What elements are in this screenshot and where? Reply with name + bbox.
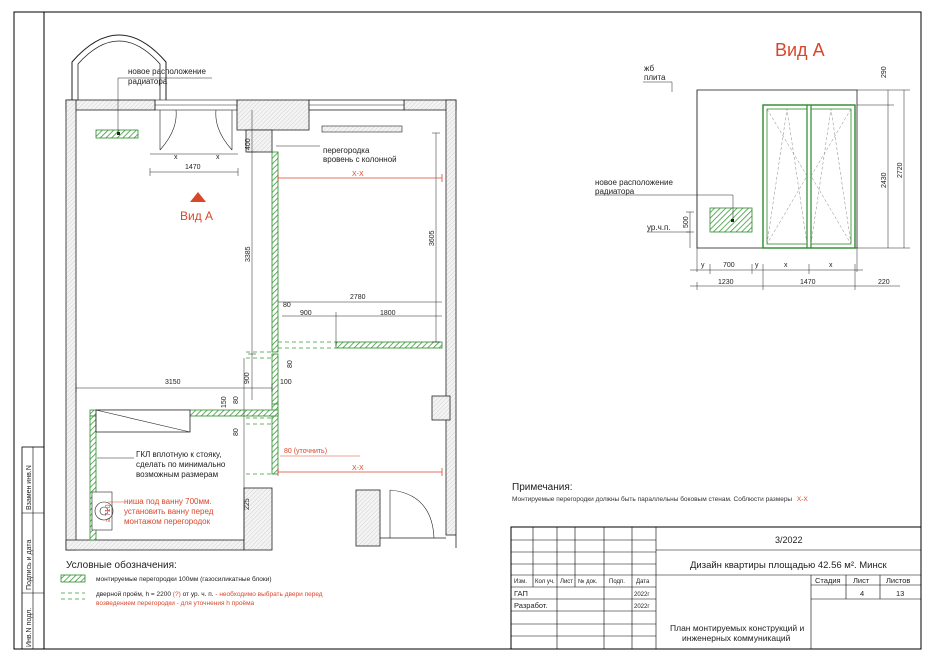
title-block	[510, 526, 922, 650]
dim-x-2: x	[216, 154, 220, 161]
partition-label-1: перегородка	[323, 146, 370, 155]
slab-label-2: плита	[644, 73, 666, 82]
legend-partition-swatch	[60, 574, 86, 583]
view-a-marker-icon	[190, 192, 206, 202]
tb-sheet-h: Лист	[853, 576, 870, 585]
legend-item-1: монтируемые перегородки 100мм (газосилик…	[96, 575, 272, 583]
gkl-note-1: ГКЛ вплотную к стояку,	[136, 450, 221, 459]
view-title: Вид А	[775, 40, 825, 60]
tb-sheet: 4	[860, 589, 864, 598]
dim-3150: 3150	[165, 379, 181, 386]
clarify-label: 80 (уточнить)	[284, 448, 327, 455]
tb-col-sign: Подп.	[609, 579, 625, 585]
tb-sheets-h: Листов	[886, 576, 910, 585]
tb-row-dev: Разработ.	[514, 601, 548, 610]
legend-item-2-d: - необходимо выбрать двери перед	[215, 590, 322, 598]
tb-row-gap: ГАП	[514, 589, 528, 598]
side-label-inventory: Инв.N подл.	[26, 608, 33, 647]
bath-dim: ≥ 710	[105, 504, 112, 522]
elev-dim-y-1: y	[701, 262, 705, 269]
elev-dim-220: 220	[878, 279, 890, 286]
dim-80-b: 80	[287, 360, 294, 368]
elev-dim-290: 290	[881, 66, 888, 78]
dim-900-b: 900	[244, 372, 251, 384]
notes-text-main: Монтируемые перегородки должны быть пара…	[512, 495, 792, 503]
tb-drawing-1: План монтируемых конструкций и	[670, 623, 805, 633]
partition-label-2: вровень с колонной	[323, 155, 397, 164]
tb-sheets: 13	[896, 589, 904, 598]
elev-dim-2720: 2720	[897, 162, 904, 178]
xx-label-top: X-X	[352, 171, 364, 178]
legend-item-2-a: дверной проём, h = 2200	[96, 590, 171, 598]
radiator-label-2: радиатора	[128, 77, 168, 86]
dim-80-d: 80	[233, 428, 240, 436]
dim-1470: 1470	[185, 164, 201, 171]
gkl-note-3: возможным размерам	[136, 470, 218, 479]
elev-dim-700: 700	[723, 262, 735, 269]
side-stamp: Взамен инв.N Подпись и дата Инв.N подл.	[21, 446, 45, 650]
legend-item-2: дверной проём, h = 2200 (?) от ур. ч. п.…	[96, 590, 323, 598]
radiator-label-1: новое расположение	[128, 67, 206, 76]
legend-item-2-b: (?)	[173, 591, 181, 598]
legend-item-2-c: от ур. ч. п.	[183, 591, 214, 598]
inner-frame	[13, 11, 922, 650]
tb-row-gap-date: 2022г	[634, 592, 650, 598]
elev-dim-2430: 2430	[881, 172, 888, 188]
legend-item-2-e: возведением перегородки - для уточнения …	[96, 600, 255, 607]
bath-niche-2: установить ванну перед	[124, 507, 214, 516]
elev-dim-y-2: y	[755, 262, 759, 269]
notes-heading: Примечания:	[512, 482, 573, 493]
tb-row-dev-date: 2022г	[634, 604, 650, 610]
elev-radiator-1: новое расположение	[595, 178, 673, 187]
dim-400: 400	[245, 138, 252, 150]
dim-225: 225	[244, 498, 251, 510]
dim-150: 150	[221, 396, 228, 408]
legend-heading: Условные обозначения:	[66, 559, 177, 571]
slab-label-1: жб	[644, 64, 654, 73]
dim-100: 100	[280, 379, 292, 386]
dim-80-c: 80	[233, 396, 240, 404]
tb-code: 3/2022	[775, 535, 803, 545]
floor-plan	[65, 34, 457, 551]
view-a-label: Вид А	[180, 209, 213, 223]
notes-text: Монтируемые перегородки должны быть пара…	[512, 495, 808, 503]
gkl-note-2: сделать по минимально	[136, 460, 226, 469]
elev-radiator-2: радиатора	[595, 187, 635, 196]
elev-dim-1230: 1230	[718, 279, 734, 286]
dim-2780: 2780	[350, 294, 366, 301]
tb-stage-h: Стадия	[815, 576, 841, 585]
tb-project: Дизайн квартиры площадью 42.56 м². Минск	[690, 560, 887, 571]
dim-1800: 1800	[380, 310, 396, 317]
elev-dim-500: 500	[683, 216, 690, 228]
elevation-view	[595, 81, 910, 290]
tb-drawing-2: инженерных коммуникаций	[682, 633, 791, 643]
dim-3385: 3385	[245, 246, 252, 262]
elev-dim-x-1: x	[784, 262, 788, 269]
tb-col-doc: № док.	[578, 578, 598, 585]
tb-col-date: Дата	[636, 579, 650, 585]
dim-3605: 3605	[429, 230, 436, 246]
xx-label-bottom: X-X	[352, 465, 364, 472]
tb-col-kol: Кол уч.	[535, 579, 555, 585]
dim-900: 900	[300, 310, 312, 317]
notes-text-xx: X-X	[797, 496, 809, 503]
tb-col-list: Лист	[560, 579, 573, 585]
bath-niche-3: монтажом перегородок	[124, 517, 211, 526]
dim-80-a: 80	[283, 302, 291, 309]
bath-niche-1: ниша под ванну 700мм.	[124, 497, 212, 506]
side-label-replace: Взамен инв.N	[26, 465, 33, 510]
dim-x-1: x	[174, 154, 178, 161]
side-label-signature: Подпись и дата	[26, 540, 33, 590]
elev-dim-x-2: x	[829, 262, 833, 269]
floor-level-label: ур.ч.п.	[647, 223, 671, 232]
tb-col-izm: Изм.	[514, 579, 527, 585]
elev-dim-1470: 1470	[800, 279, 816, 286]
